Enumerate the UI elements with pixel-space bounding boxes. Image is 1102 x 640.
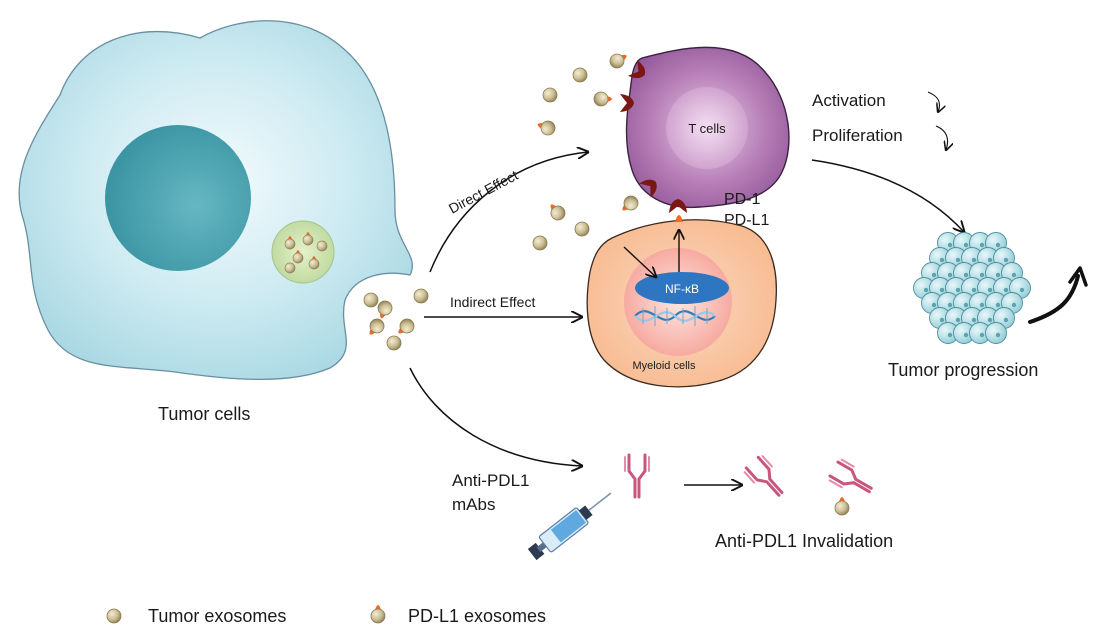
growth-up-arrowhead — [1068, 266, 1088, 287]
tumor-mass-cell-nucleus — [939, 257, 945, 263]
tumor-mass — [913, 232, 1031, 344]
tumor-mass-cell-nucleus — [971, 287, 977, 293]
tumor-mass-cell-nucleus — [987, 257, 993, 263]
myeloid-cell: NF-κB Myeloid cells — [586, 219, 777, 388]
tumor-mass-cell-nucleus — [947, 332, 953, 338]
indirect-effect-label: Indirect Effect — [450, 294, 535, 310]
activation-label: Activation — [812, 91, 886, 110]
progression-arrow — [811, 159, 964, 232]
t-cells-label: T cells — [688, 121, 726, 136]
growth-up-arrow — [1028, 274, 1080, 324]
tumor-cells-label: Tumor cells — [158, 404, 250, 424]
tumor-mass-cell-nucleus — [979, 302, 985, 308]
legend: Tumor exosomes PD-L1 exosomes — [106, 604, 546, 626]
tumor-mass-cell-nucleus — [955, 257, 961, 263]
direct-effect-label: Direct Effect — [446, 167, 521, 217]
legend-tumor-exosome-icon — [106, 608, 122, 624]
activation-down-arrow — [927, 91, 940, 112]
tumor-progression-label: Tumor progression — [888, 360, 1038, 380]
anti-pdl1-label-line2: mAbs — [452, 495, 495, 514]
tumor-mass-cell-nucleus — [963, 332, 969, 338]
pd1-label: PD-1 — [724, 191, 761, 208]
tumor-mass-cell-nucleus — [995, 332, 1001, 338]
multivesicular-body — [271, 220, 335, 284]
tumor-mass-cell-nucleus — [979, 332, 985, 338]
anti-pdl1-invalidation-label: Anti-PDL1 Invalidation — [715, 531, 893, 551]
released-exosomes — [363, 288, 429, 351]
tumor-mass-cell-nucleus — [947, 272, 953, 278]
tumor-mass-cell-nucleus — [995, 242, 1001, 248]
tumor-mass-cell — [985, 322, 1007, 344]
tumor-mass-cell-nucleus — [1019, 287, 1025, 293]
t-cell: T cells — [625, 46, 790, 209]
tumor-mass-cell-nucleus — [947, 242, 953, 248]
tumor-mass-cell-nucleus — [995, 302, 1001, 308]
tumor-mass-cell-nucleus — [1003, 287, 1009, 293]
tumor-mass-cell-nucleus — [931, 272, 937, 278]
nfkb-arrows — [623, 230, 679, 277]
tumor-mass-cell-nucleus — [955, 287, 961, 293]
antibody-icon-free — [623, 453, 651, 499]
anti-pdl1-arrow — [409, 367, 582, 466]
nfkb-complex — [635, 272, 729, 304]
tumor-mass-cell-nucleus — [963, 302, 969, 308]
tumor-mass-cell-nucleus — [1011, 272, 1017, 278]
t-cell-exosomes — [532, 49, 642, 251]
antibody-icon-tilted — [741, 453, 791, 504]
myeloid-cells-label: Myeloid cells — [633, 360, 696, 372]
legend-tumor-exosomes: Tumor exosomes — [148, 606, 286, 626]
tumor-mass-cell-nucleus — [1003, 317, 1009, 323]
tumor-mass-cell-nucleus — [971, 317, 977, 323]
tumor-mass-cell-nucleus — [963, 242, 969, 248]
anti-pdl1-label-line1: Anti-PDL1 — [452, 471, 529, 490]
antibody-bound-exosome — [826, 457, 878, 516]
tumor-mass-cell-nucleus — [971, 257, 977, 263]
direct-effect-arrow — [429, 152, 588, 273]
tumor-cell — [18, 20, 413, 380]
t-cell-nucleus — [666, 87, 748, 169]
tumor-mass-cell-nucleus — [939, 317, 945, 323]
pdl1-on-myeloid — [675, 215, 683, 222]
legend-pdl1-exosome-icon — [370, 604, 386, 624]
tumor-mass-cell-nucleus — [963, 272, 969, 278]
tumor-mass-cell-nucleus — [931, 302, 937, 308]
syringe-icon — [527, 492, 612, 561]
tumor-mass-cell-nucleus — [979, 242, 985, 248]
tumor-mass-cell-nucleus — [979, 272, 985, 278]
tumor-mass-cell-nucleus — [995, 272, 1001, 278]
dna-helix-icon — [634, 306, 716, 326]
tumor-mass-cell-nucleus — [1003, 257, 1009, 263]
tumor-mass-cell-nucleus — [987, 287, 993, 293]
nfkb-label: NF-κB — [665, 282, 699, 296]
legend-pdl1-exosomes: PD-L1 exosomes — [408, 606, 546, 626]
tumor-nucleus — [105, 125, 251, 271]
tumor-mass-cell-nucleus — [947, 302, 953, 308]
proliferation-label: Proliferation — [812, 126, 903, 145]
tumor-mass-cell-nucleus — [1011, 302, 1017, 308]
tumor-mass-cell-nucleus — [939, 287, 945, 293]
tumor-mass-cell-nucleus — [923, 287, 929, 293]
tumor-mass-cell-nucleus — [987, 317, 993, 323]
tumor-mass-cell-nucleus — [955, 317, 961, 323]
proliferation-down-arrow — [935, 125, 948, 150]
